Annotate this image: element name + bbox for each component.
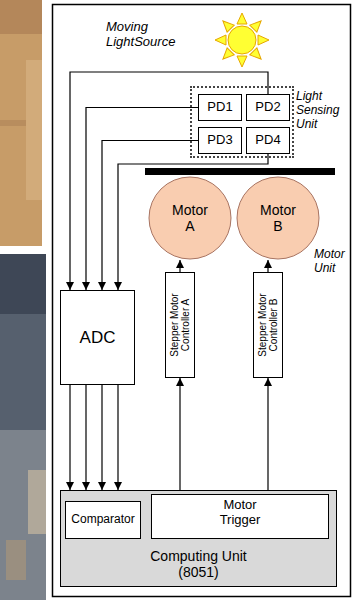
photodiode-box: PD4 [246,127,290,154]
computing-unit-box: Computing Unit (8051) Comparator Motor Tri… [60,490,337,587]
photo-strip-top [0,0,42,246]
photodiode-box: PD1 [198,94,242,121]
photodiode-box: PD3 [198,127,242,154]
signal-arrow [85,385,86,490]
adc-name: ADC [80,328,116,348]
signal-arrow [179,378,180,494]
signal-arrow [70,72,268,290]
controller-name: Stepper Motor Controller B [257,282,279,368]
signal-arrow [101,385,102,490]
motor-name: Motor B [255,202,301,234]
sun-icon [215,13,269,67]
photodiode-name: PD4 [255,133,280,148]
motor-name: Motor A [167,202,213,234]
annotation-text: Moving LightSource [106,20,190,50]
motor-circle-shape [149,177,231,259]
light-source-label: Moving LightSource [106,20,190,50]
photodiode-name: PD2 [255,100,280,115]
signal-arrow [69,385,70,490]
photodiode-name: PD3 [207,133,232,148]
motor-circle: Motor B [236,176,320,260]
controller-name: Stepper Motor Controller A [169,282,191,368]
annotation-text: Motor Unit [314,248,350,276]
photo-strip-bottom [0,254,46,600]
motor-trigger-name: Motor Trigger [210,498,270,528]
signal-arrow [179,260,180,272]
computing-unit-name: Computing Unit (8051) [144,548,254,580]
signal-arrow [117,385,118,490]
motor-trigger-box: Motor Trigger [151,494,329,539]
unit-heading: Light Sensing Unit [296,90,344,131]
motor-circle-shape [237,177,319,259]
adc-box: ADC [60,290,135,385]
comparator-name: Comparator [71,513,134,527]
motor-unit-label: Motor Unit [314,248,350,276]
controller-box: Stepper Motor Controller A [165,272,195,378]
signal-arrow [267,378,268,494]
photodiode-box: PD2 [246,94,290,121]
controller-box: Stepper Motor Controller B [253,272,283,378]
light-sensing-unit: Light Sensing UnitPD1PD2PD3PD4 [190,86,294,158]
mounting-bar [145,168,335,175]
panel-border [53,5,351,597]
signal-arrow [267,260,268,272]
photodiode-name: PD1 [207,100,232,115]
motor-circle: Motor A [148,176,232,260]
comparator-box: Comparator [65,501,141,539]
